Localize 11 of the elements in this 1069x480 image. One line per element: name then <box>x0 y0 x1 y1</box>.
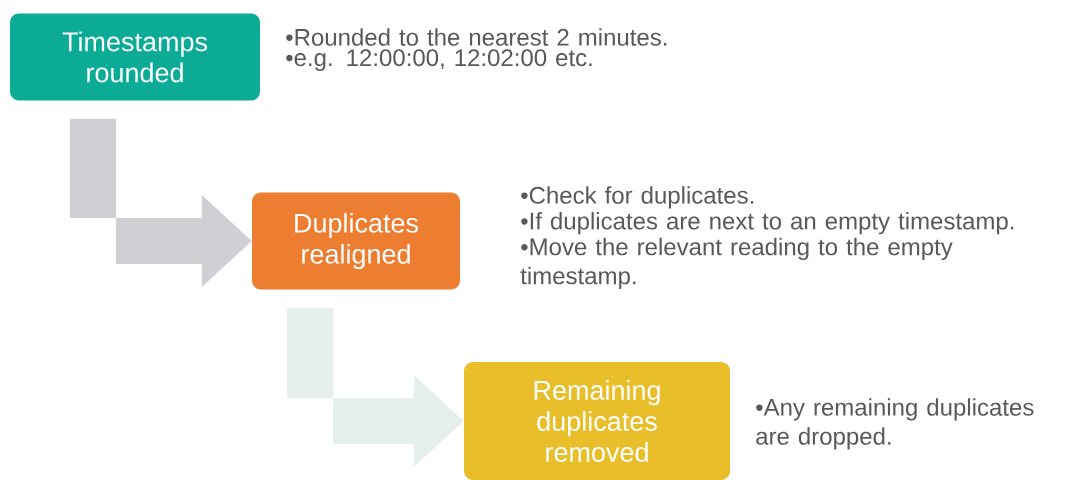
process-box: Remaining duplicates removed <box>464 362 730 480</box>
bullet-text: •Move the relevant reading to the empty timestamp. <box>520 237 953 290</box>
bullet-text: •Check for duplicates. <box>521 186 754 209</box>
bullet-text: •e.g. 12:00:00, 12:02:00 etc. <box>286 49 592 71</box>
process-box: Timestamps rounded <box>10 13 260 101</box>
bent-arrow <box>70 118 252 287</box>
process-box: Duplicates realigned <box>252 192 460 290</box>
bullet-text: •Rounded to the nearest 2 minutes. <box>286 28 667 46</box>
bent-arrow <box>287 307 464 467</box>
bullet-text: •Any remaining duplicates are dropped. <box>756 398 1034 450</box>
bullet-text: •If duplicates are next to an empty timestamp. <box>521 211 1014 235</box>
